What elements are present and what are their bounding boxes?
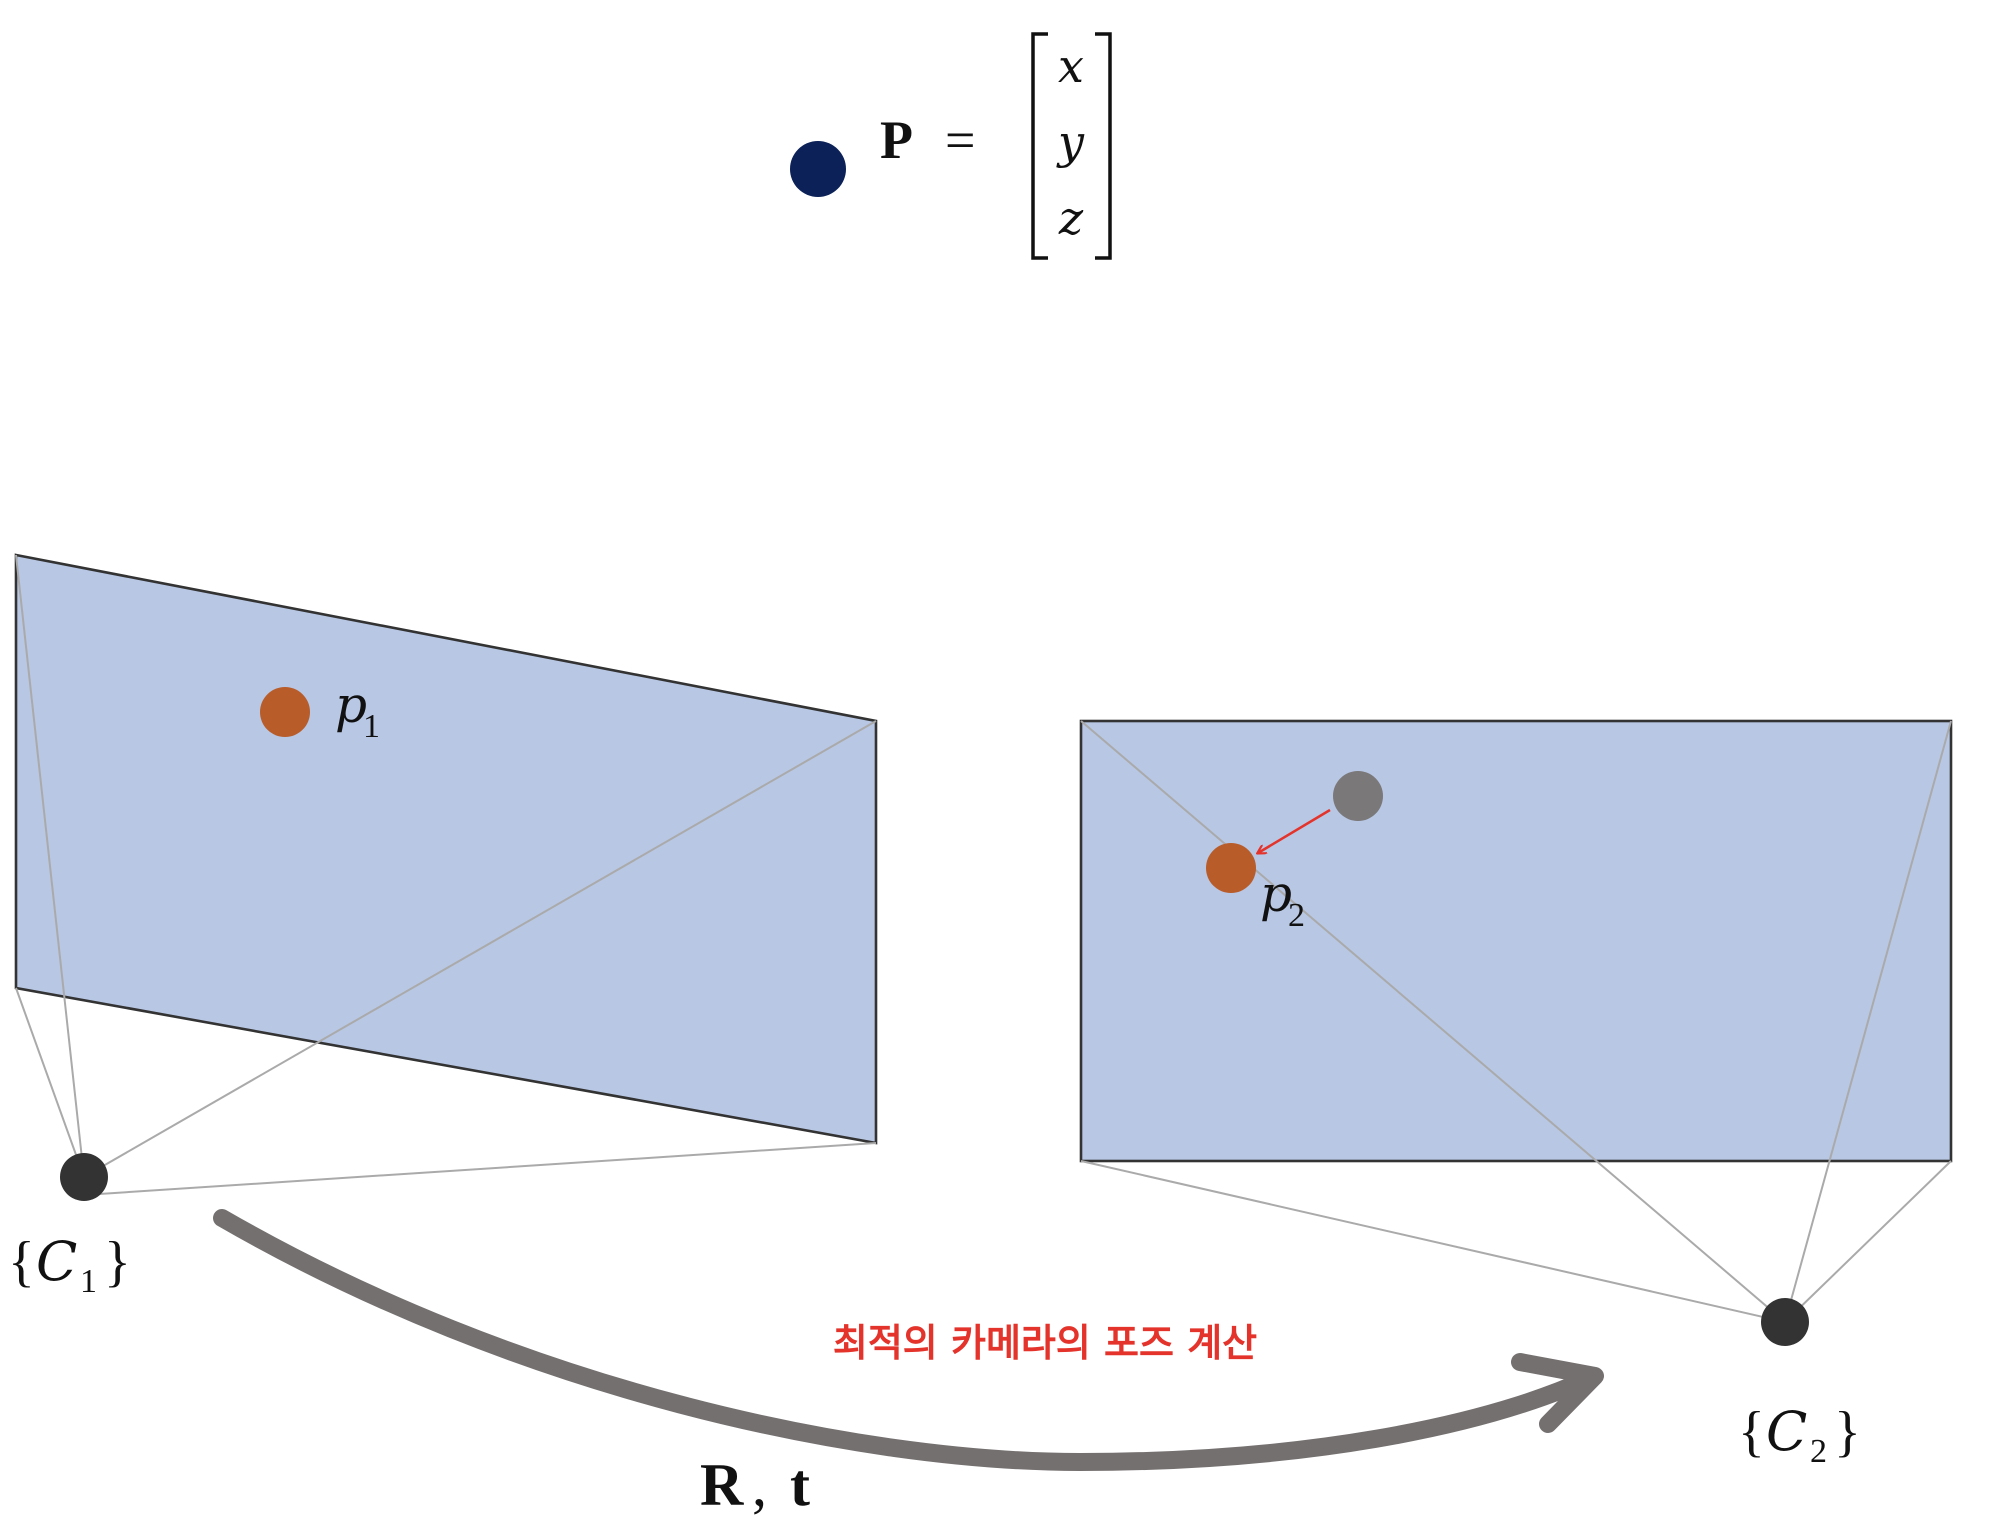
- vector-y: y: [1056, 115, 1085, 169]
- p1-subscript: 1: [363, 708, 380, 745]
- translation-symbol: t: [790, 1452, 810, 1518]
- vector-x: x: [1058, 39, 1084, 93]
- vector-left-bracket: [1031, 32, 1048, 260]
- camera1-image-plane: [14, 553, 878, 1145]
- equals-sign: =: [945, 110, 975, 170]
- motion-label: R , t: [700, 1452, 810, 1518]
- camera1-brace-close: }: [104, 1231, 131, 1293]
- p2-letter: p: [1260, 865, 1292, 923]
- camera2-brace-close: }: [1834, 1401, 1861, 1463]
- camera1-center: [60, 1153, 108, 1201]
- camera2-image-plane: [1079, 719, 1953, 1163]
- camera1-frustum-lines: [15, 554, 877, 1196]
- p2-subscript: 2: [1288, 897, 1305, 934]
- motion-arrow: [213, 1209, 1599, 1472]
- reprojected-point: [1333, 771, 1383, 821]
- camera2-frustum-lines: [1080, 720, 1952, 1323]
- camera1-label: { C 1 }: [8, 1230, 131, 1300]
- camera2-letter: C: [1766, 1400, 1807, 1463]
- P-symbol: P: [880, 110, 913, 170]
- p1-letter: p: [335, 676, 367, 734]
- camera1-subscript: 1: [80, 1263, 97, 1300]
- motion-arrowhead: [1511, 1353, 1604, 1433]
- camera2-brace-open: {: [1738, 1401, 1765, 1463]
- p1-label: p 1: [335, 676, 380, 745]
- vector-right-bracket: [1095, 32, 1112, 260]
- motion-comma: ,: [752, 1452, 767, 1518]
- world-point-P: [790, 141, 846, 197]
- camera1-letter: C: [36, 1230, 77, 1293]
- pose-estimation-caption: 최적의 카메라의 포즈 계산: [833, 1321, 1257, 1365]
- camera1-brace-open: {: [8, 1231, 35, 1293]
- image-point-p1: [260, 687, 310, 737]
- image-point-p2: [1206, 843, 1256, 893]
- camera2-subscript: 2: [1810, 1433, 1827, 1470]
- camera2-label: { C 2 }: [1738, 1400, 1861, 1470]
- camera2-center: [1761, 1298, 1809, 1346]
- p2-label: p 2: [1260, 865, 1305, 934]
- correction-arrow: [1258, 808, 1331, 853]
- point-P-equation: P = x y z: [880, 32, 1112, 260]
- rotation-symbol: R: [700, 1452, 744, 1518]
- vector-z: z: [1058, 191, 1084, 245]
